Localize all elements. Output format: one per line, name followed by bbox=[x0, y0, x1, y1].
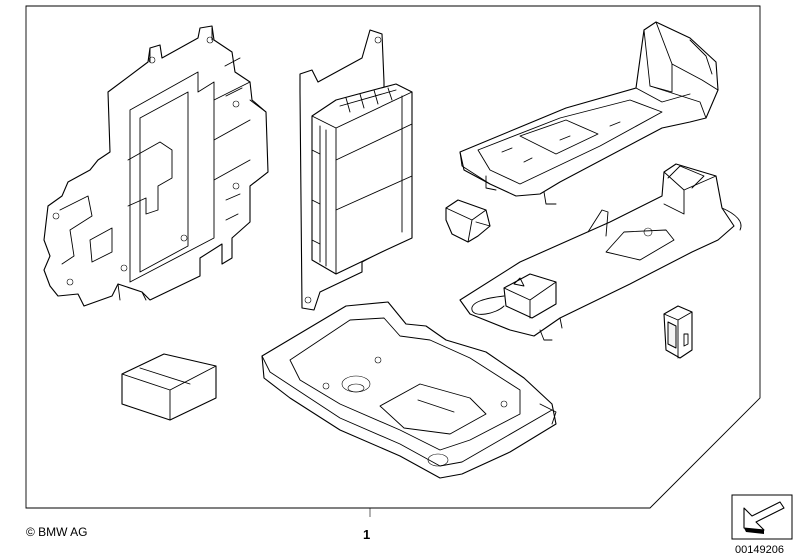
diagram-frame bbox=[25, 5, 761, 509]
mounting-bracket bbox=[43, 25, 269, 307]
part-number-label: 1 bbox=[363, 527, 371, 542]
arrow-box-icon bbox=[731, 494, 793, 540]
tray-base bbox=[261, 301, 557, 479]
base-plate-with-cable bbox=[459, 163, 742, 341]
phone-cradle bbox=[459, 21, 719, 205]
clip-small bbox=[445, 199, 491, 243]
control-unit bbox=[299, 29, 413, 311]
connector-part bbox=[663, 305, 693, 359]
image-id-label: 00149206 bbox=[735, 544, 784, 556]
small-box bbox=[121, 353, 217, 421]
copyright-text: © BMW AG bbox=[26, 525, 88, 539]
